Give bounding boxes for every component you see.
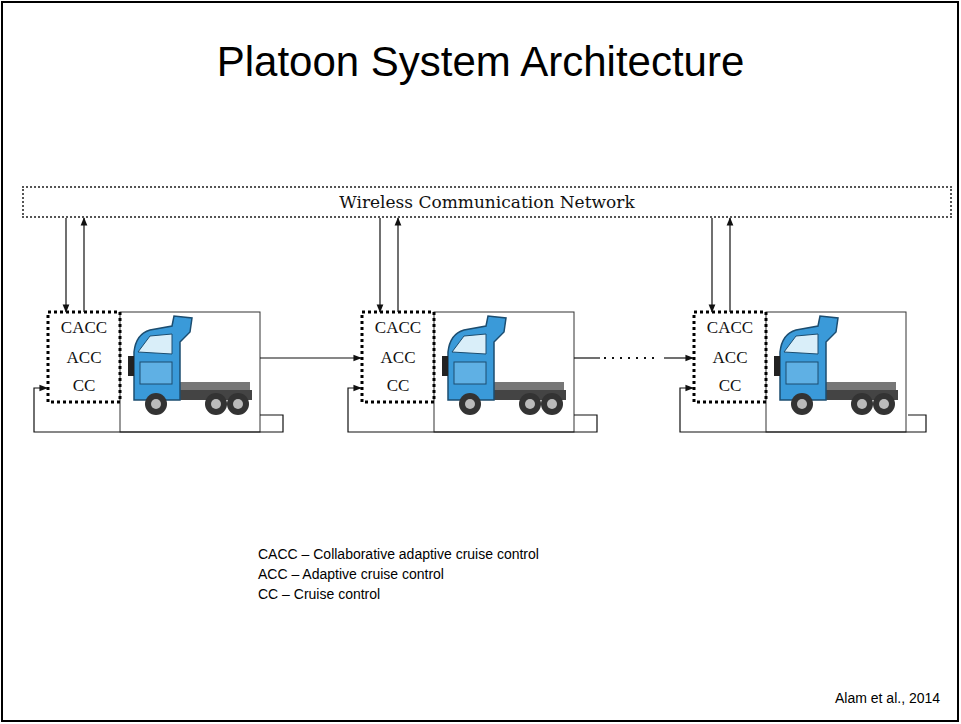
controller-cell: CACC xyxy=(694,314,766,342)
node-text: CACC xyxy=(375,318,421,338)
signal-arrow xyxy=(729,218,730,312)
node-text: ACC xyxy=(713,348,748,368)
node-text: CC xyxy=(719,376,742,396)
controller-cell: CC xyxy=(694,372,766,400)
controller-cell: ACC xyxy=(694,344,766,372)
truck-picture xyxy=(120,312,906,432)
controller-cell: ACC xyxy=(362,344,434,372)
signal-arrow xyxy=(83,218,84,312)
node-text: CC xyxy=(73,376,96,396)
controller-cell: ACC xyxy=(48,344,120,372)
signal-arrow xyxy=(711,218,712,312)
controller-cell: CACC xyxy=(362,314,434,342)
node-text: CACC xyxy=(707,318,753,338)
signal-arrow xyxy=(397,218,398,312)
feedback-wire xyxy=(34,388,926,432)
definition-text: ACC – Adaptive cruise control xyxy=(258,566,444,582)
definition-text: CACC – Collaborative adaptive cruise con… xyxy=(258,546,539,562)
definition-text: CC – Cruise control xyxy=(258,586,380,602)
signal-arrow xyxy=(379,218,380,312)
network-band: Wireless Communication Network xyxy=(22,186,952,218)
node-text: CACC xyxy=(61,318,107,338)
signal-arrow xyxy=(65,218,66,312)
controller-cell: CACC xyxy=(48,314,120,342)
slide-title: Platoon System Architecture xyxy=(0,38,961,86)
node-text: Wireless Communication Network xyxy=(339,192,634,212)
controller-frame xyxy=(48,312,766,402)
citation: Alam et al., 2014 xyxy=(835,690,940,706)
controller-cell: CC xyxy=(362,372,434,400)
sensor-wire xyxy=(260,357,693,358)
node-text: ACC xyxy=(381,348,416,368)
node-text: ACC xyxy=(67,348,102,368)
controller-cell: CC xyxy=(48,372,120,400)
node-text: CC xyxy=(387,376,410,396)
